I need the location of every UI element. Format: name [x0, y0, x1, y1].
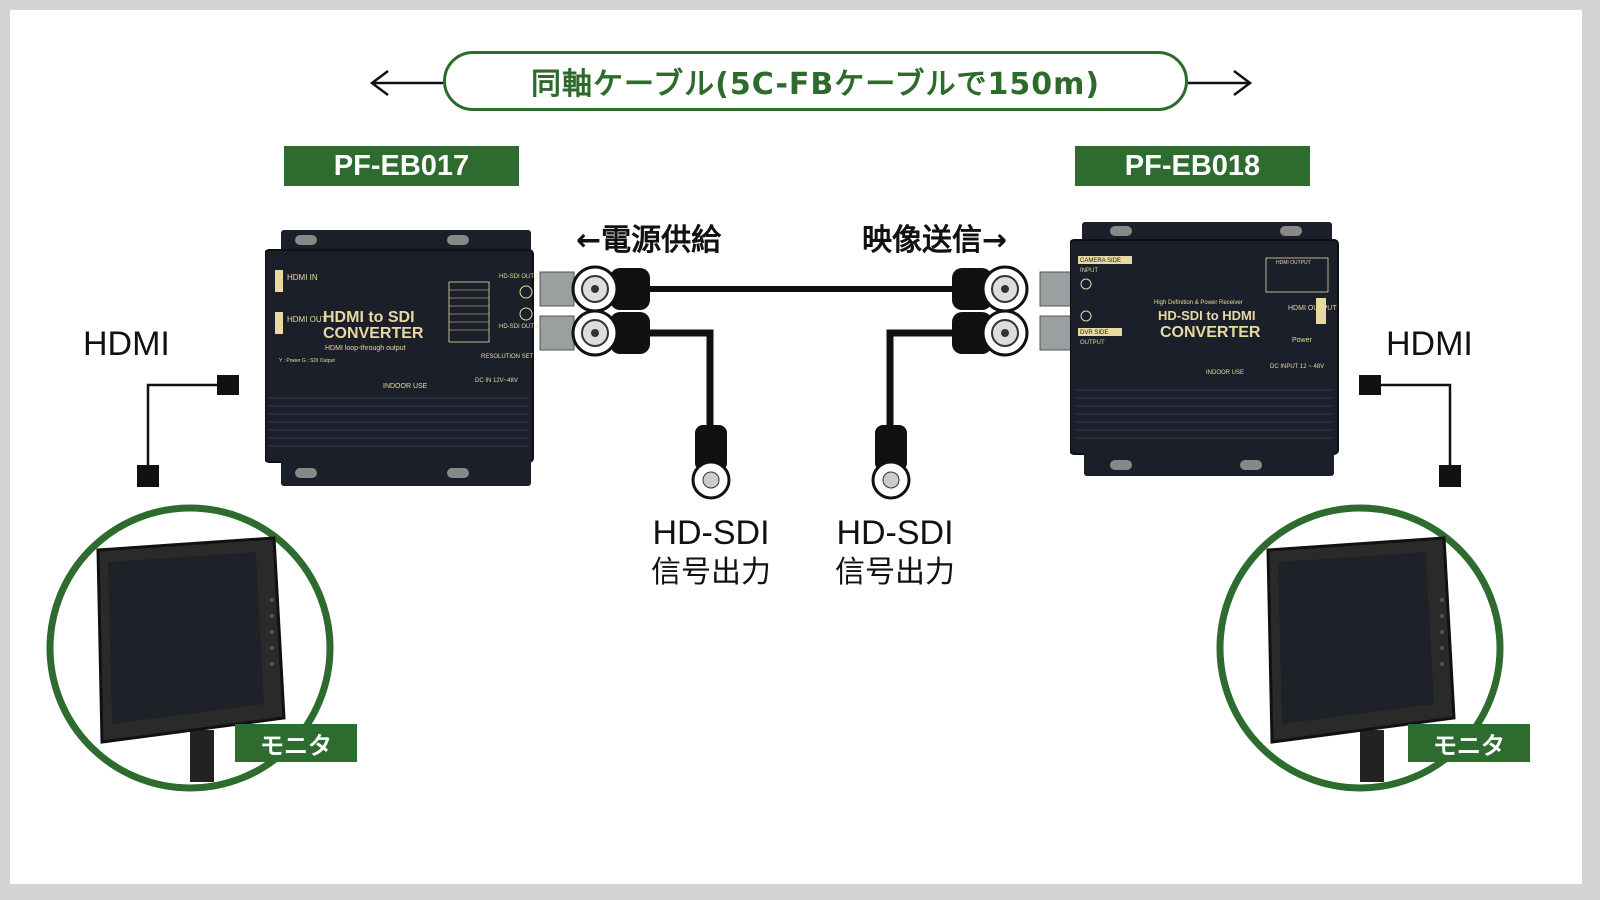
right-sdi-line1: HD-SDI — [836, 514, 954, 552]
sdi-out2-text: HD-SDI OUT 2 — [499, 324, 540, 330]
hdmi-in-text: HDMI IN — [287, 273, 318, 282]
receiver-table-title: HDMI OUTPUT — [1276, 260, 1311, 266]
monitor-icon — [1266, 536, 1456, 782]
transmitter-title-1: HDMI to SDI — [323, 309, 415, 326]
output-text: OUTPUT — [1080, 340, 1105, 346]
left-hdmi-cable — [146, 383, 228, 465]
right-monitor-badge: モニタ — [1408, 724, 1530, 762]
power-supply-label: ←電源供給 — [576, 223, 722, 258]
receiver-indoor-text: INDOOR USE — [1206, 370, 1244, 376]
hdmi-output-text: HDMI OUTPUT — [1288, 305, 1337, 312]
right-hdmi-cable — [1370, 383, 1452, 465]
power-text: Power — [1292, 337, 1313, 344]
bnc-plug-icon — [691, 425, 911, 500]
sdi-out1-text: HD-SDI OUT 1 — [499, 274, 540, 280]
diagram-canvas: 同軸ケーブル(5C-FBケーブルで150m) PF-EB017 PF-EB018… — [10, 10, 1582, 884]
video-transmit-label: 映像送信→ — [862, 223, 1008, 258]
receiver-title-1: HD-SDI to HDMI — [1158, 308, 1256, 323]
left-sdi-cable — [640, 329, 714, 430]
left-arrow-icon — [369, 70, 443, 96]
monitor-icon — [96, 536, 286, 782]
transmitter-legend: Y : Power G : SDI Output — [279, 358, 335, 364]
bnc-connector-icon — [539, 265, 650, 357]
receiver-top-line: High Definition & Power Receiver — [1154, 300, 1243, 306]
connection-lines — [46, 70, 1504, 792]
transmitter-model-label: PF-EB017 — [284, 146, 519, 186]
coax-cable-text: 同軸ケーブル(5C-FBケーブルで150m) — [530, 67, 1101, 102]
receiver-model-label: PF-EB018 — [1075, 146, 1310, 186]
right-hdmi-label: HDMI — [1386, 325, 1473, 363]
transmitter-title-2: CONVERTER — [323, 325, 424, 342]
coax-cable-label: 同軸ケーブル(5C-FBケーブルで150m) — [443, 51, 1188, 111]
dc-input-text: DC INPUT 12 ~ 48V — [1270, 364, 1324, 370]
camera-side-text: CAMERA SIDE — [1080, 258, 1121, 264]
dvr-side-text: DVR SIDE — [1080, 330, 1108, 336]
left-monitor-badge: モニタ — [235, 724, 357, 762]
transmitter-device: HDMI IN HDMI OUT HDMI to SDI CONVERTER H… — [265, 230, 540, 486]
transmitter-indoor-text: INDOOR USE — [383, 383, 428, 390]
input-text: INPUT — [1080, 268, 1098, 274]
left-hdmi-label: HDMI — [83, 325, 170, 363]
left-sdi-line1: HD-SDI — [652, 514, 770, 552]
receiver-device: CAMERA SIDE INPUT DVR SIDE OUTPUT High D… — [1070, 222, 1339, 476]
right-arrow-icon — [1188, 70, 1253, 96]
receiver-title-2: CONVERTER — [1160, 324, 1261, 341]
left-sdi-output-label: HD-SDI 信号出力 — [640, 513, 782, 593]
right-sdi-output-label: HD-SDI 信号出力 — [824, 513, 966, 593]
right-sdi-cable — [886, 329, 960, 430]
transmitter-subtitle: HDMI loop-through output — [325, 345, 406, 352]
bnc-connector-icon — [952, 265, 1075, 357]
right-sdi-line2: 信号出力 — [835, 555, 955, 590]
hdmi-out-text: HDMI OUT — [287, 315, 327, 324]
dc-in-text: DC IN 12V~48V — [475, 378, 518, 384]
resolution-set-text: RESOLUTION SET — [481, 354, 534, 360]
left-sdi-line2: 信号出力 — [651, 555, 771, 590]
